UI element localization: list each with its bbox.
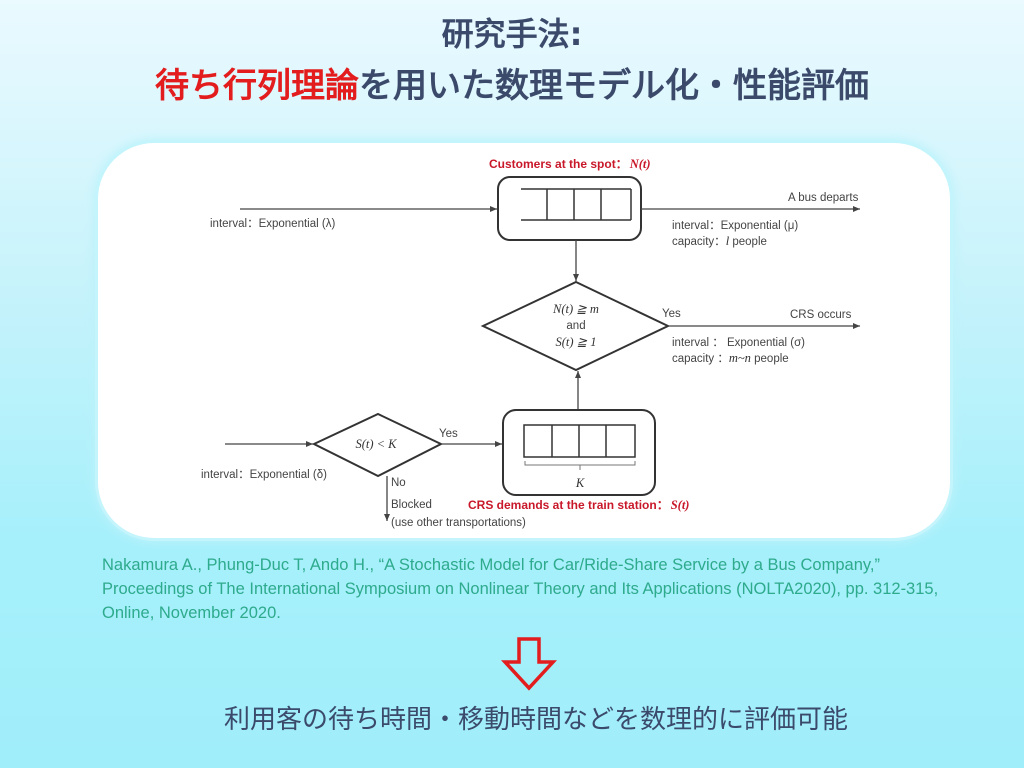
decision1-yes: Yes [662, 308, 681, 320]
top-queue-buffer [521, 188, 632, 221]
decision1-line3: S(t) ≧ 1 [555, 335, 596, 349]
capacity-brace [524, 461, 636, 470]
bus-interval-label: interval：Exponential (μ) [672, 220, 798, 232]
bus-departs-label: A bus departs [788, 192, 859, 204]
crs-occurs-label: CRS occurs [790, 309, 852, 321]
decision1-line2: and [566, 320, 585, 332]
top-queue-box [497, 176, 642, 241]
slide-title-line2: 待ち行列理論を用いた数理モデル化・性能評価 [0, 62, 1024, 110]
decision2-no: No [391, 477, 406, 489]
bus-capacity-prefix: capacity： [672, 236, 726, 248]
bottom-queue-var: S(t) [671, 498, 690, 512]
crs-interval-label: interval ： Exponential (σ) [672, 337, 805, 349]
bus-capacity-var: l [726, 234, 730, 248]
decision2-diamond [311, 412, 444, 478]
citation: Nakamura A., Phung-Duc T, Ando H., “A St… [102, 556, 939, 622]
top-queue-label: Customers at the spot： [489, 157, 628, 171]
decision1-line1: N(t) ≧ m [552, 302, 599, 316]
title-rest: を用いた数理モデル化・性能評価 [359, 66, 869, 106]
blocked-line2: (use other transportations) [391, 517, 526, 529]
decision2-yes: Yes [439, 428, 458, 440]
blocked-line1: Blocked [391, 499, 432, 511]
slide-title-line1: 研究手法: [441, 15, 583, 53]
bottom-queue-label: CRS demands at the train station： [468, 498, 669, 512]
title-highlight: 待ち行列理論 [155, 66, 359, 106]
top-queue-var: N(t) [629, 157, 651, 171]
bus-capacity-label: capacity：l people [672, 234, 767, 248]
crs-capacity-prefix: capacity ： [672, 353, 729, 365]
decision2-label: S(t) < K [355, 437, 397, 451]
conclusion-text: 利用客の待ち時間・移動時間などを数理的に評価可能 [223, 705, 848, 735]
crs-capacity-var: m~n [729, 351, 751, 365]
bottom-queue-capacity: K [575, 476, 585, 490]
decision1-diamond [480, 280, 671, 372]
down-arrow-icon [501, 637, 557, 691]
bottom-queue-box [502, 409, 656, 496]
arrival-bottom-label: interval：Exponential (δ) [201, 469, 327, 481]
crs-capacity-label: capacity ：m~n people [672, 351, 789, 365]
arrival-top-label: interval：Exponential (λ) [210, 218, 335, 230]
bus-capacity-suffix: people [729, 236, 767, 248]
crs-capacity-suffix: people [751, 353, 789, 365]
bottom-queue-buffer [523, 424, 636, 458]
